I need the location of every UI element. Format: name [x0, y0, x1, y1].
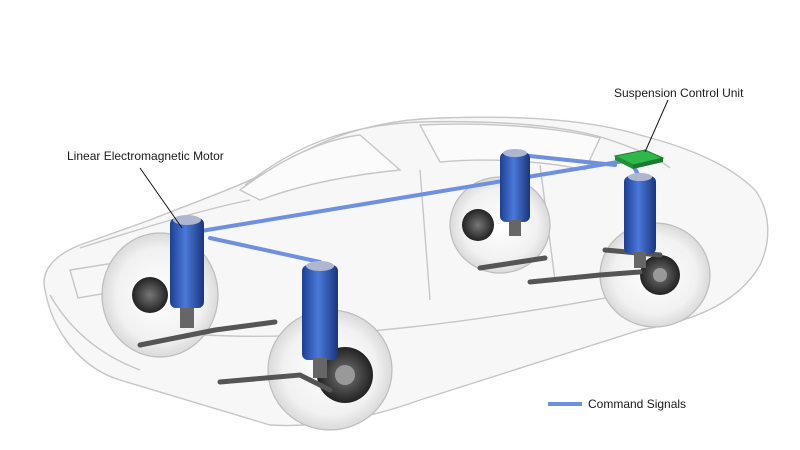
control-unit-leader-line	[644, 99, 669, 153]
motor-leader-line	[139, 167, 183, 229]
motor-rear-right	[624, 173, 656, 268]
signal-line-rear-left	[518, 153, 617, 167]
motor-rear-left	[500, 149, 530, 236]
car-roof	[244, 120, 671, 186]
car-body	[43, 116, 769, 427]
front-left-hub	[132, 277, 168, 313]
legend-command-signals-label: Command Signals	[588, 397, 687, 411]
linear-motor-label: Linear Electromagnetic Motor	[67, 149, 224, 163]
front-bumper	[49, 294, 141, 371]
hood-line	[79, 199, 251, 249]
suspension-arms	[137, 247, 663, 393]
linear-motors	[170, 149, 656, 378]
callout-lines	[139, 99, 669, 229]
suspension-control-unit	[613, 149, 665, 169]
motor-front-left	[170, 215, 204, 328]
rear-left-hub	[462, 209, 494, 241]
signal-line-main	[193, 158, 632, 234]
legend-swatch	[548, 402, 582, 406]
windshield	[238, 134, 402, 201]
motor-front-right	[302, 261, 338, 378]
legend: Command Signals	[548, 397, 686, 411]
control-unit-label: Suspension Control Unit	[614, 86, 744, 100]
signal-line-front-right	[208, 236, 322, 264]
